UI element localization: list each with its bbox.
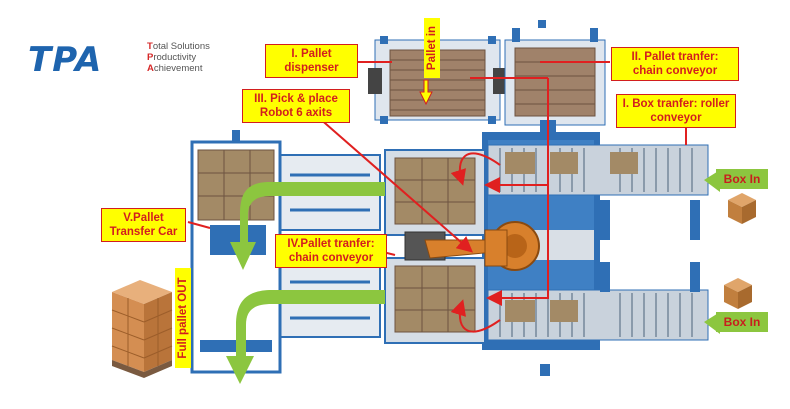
logo-tagline: Total Solutions Productivity Achievement <box>147 41 210 74</box>
pallet-station-lower <box>384 257 486 344</box>
label-pallet-transfer-top: II. Pallet tranfer: chain conveyor <box>611 47 739 81</box>
label-pallet-dispenser: I. Pallet dispenser <box>265 44 358 78</box>
tpa-logo: TPA Total Solutions Productivity Achieve… <box>28 40 228 80</box>
tagline-line-2: Productivity <box>147 52 197 63</box>
tagline-line-1: Total Solutions <box>147 41 210 52</box>
tagline-line-3: Achievement <box>147 63 203 74</box>
logo-mark: TPA <box>28 40 103 80</box>
label-transfer-car: V.Pallet Transfer Car <box>101 208 186 242</box>
label-box-in-top: Box In <box>716 169 768 189</box>
label-pallet-transfer-mid: IV.Pallet tranfer: chain conveyor <box>275 234 387 268</box>
cardboard-box-bottom <box>724 278 752 309</box>
box-conveyor-top <box>487 144 709 240</box>
cardboard-box-top <box>728 193 756 224</box>
pallet-transfer-top-unit <box>504 20 606 140</box>
flow-arrows-green <box>226 182 385 384</box>
pallet-in-arrowhead <box>419 79 433 106</box>
pallet-station-upper <box>384 149 486 236</box>
label-box-in-bottom: Box In <box>716 312 768 332</box>
label-robot: III. Pick & place Robot 6 axits <box>242 89 350 123</box>
label-box-transfer: I. Box tranfer: roller conveyor <box>616 94 736 128</box>
full-pallet-stack <box>111 280 173 378</box>
pallet-transfer-car <box>190 130 282 374</box>
label-pallet-in: Pallet in <box>424 18 440 78</box>
label-full-pallet-out: Full pallet OUT <box>175 268 191 368</box>
